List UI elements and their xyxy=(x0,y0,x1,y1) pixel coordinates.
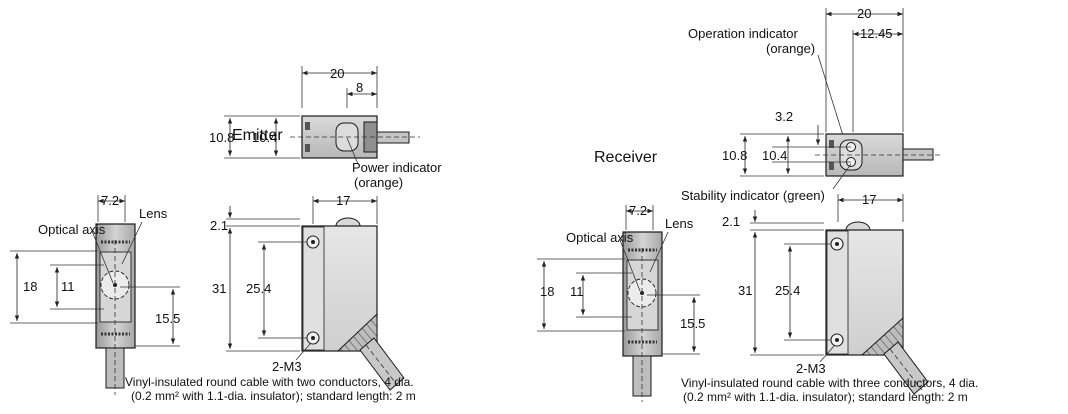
emitter-screws-label: 2-M3 xyxy=(272,359,302,374)
emitter-front-view: 7.2 Optical axis Lens 18 11 15.5 xyxy=(10,193,180,395)
emitter-front-width: 7.2 xyxy=(101,193,119,208)
power-indicator-color: (orange) xyxy=(354,175,403,190)
operation-indicator-label: Operation indicator xyxy=(688,26,799,41)
receiver-cable-line1: Vinyl-insulated round cable with three c… xyxy=(681,376,978,390)
receiver-top-height-inner: 10.4 xyxy=(762,148,787,163)
emitter-hole-pitch: 25.4 xyxy=(246,281,271,296)
stability-indicator-label: Stability indicator (green) xyxy=(681,188,825,203)
emitter-front-height-outer: 18 xyxy=(23,279,37,294)
receiver-label: Receiver xyxy=(594,149,658,166)
receiver-group: Receiver 20 12.45 Operation indicator (o… xyxy=(537,6,978,404)
emitter-side-height: 31 xyxy=(212,281,226,296)
power-indicator-label: Power indicator xyxy=(352,160,442,175)
emitter-top-height-outer: 10.8 xyxy=(209,130,234,145)
emitter-axis-height: 15.5 xyxy=(155,311,180,326)
receiver-side-width: 17 xyxy=(862,192,876,207)
emitter-cable-line1: Vinyl-insulated round cable with two con… xyxy=(125,375,414,389)
receiver-top-cable-icon xyxy=(902,148,934,161)
receiver-indicator-offset: 12.45 xyxy=(860,26,893,41)
receiver-axis-height: 15.5 xyxy=(680,316,705,331)
emitter-top-width: 20 xyxy=(330,66,344,81)
emitter-side-top-offset: 2.1 xyxy=(210,218,228,233)
emitter-side-cable-icon xyxy=(359,337,405,391)
receiver-top-width: 20 xyxy=(857,6,871,21)
receiver-screws-label: 2-M3 xyxy=(796,361,826,376)
receiver-front-height-inner: 11 xyxy=(570,284,584,299)
emitter-label: Emitter xyxy=(232,127,283,144)
receiver-front-view: 7.2 Optical axis Lens 18 11 15.5 xyxy=(537,203,705,402)
emitter-top-cable-icon xyxy=(376,131,410,144)
emitter-top-height-inner: 10.4 xyxy=(252,130,277,145)
emitter-side-width: 17 xyxy=(336,193,350,208)
receiver-side-view: 17 2.1 31 25.4 2-M3 xyxy=(722,192,929,395)
emitter-front-height-inner: 11 xyxy=(61,279,75,294)
receiver-side-top-offset: 2.1 xyxy=(722,214,740,229)
receiver-lens-label: Lens xyxy=(665,216,694,231)
emitter-cable-line2: (0.2 mm² with 1.1-dia. insulator); stand… xyxy=(131,389,416,403)
receiver-top-height-outer: 10.8 xyxy=(722,148,747,163)
receiver-front-width: 7.2 xyxy=(629,203,647,218)
receiver-hole-pitch: 25.4 xyxy=(775,283,800,298)
operation-indicator-color: (orange) xyxy=(766,41,815,56)
emitter-optical-axis-label: Optical axis xyxy=(38,222,106,237)
receiver-top-offset-left: 3.2 xyxy=(775,109,793,124)
emitter-lens-label: Lens xyxy=(139,206,168,221)
emitter-indicator-offset: 8 xyxy=(356,80,363,95)
emitter-top-view: 20 8 10.8 10.4 Power indicator (orange) xyxy=(209,66,442,190)
receiver-cable-line2: (0.2 mm² with 1.1-dia. insulator); stand… xyxy=(683,390,968,404)
emitter-side-view: 17 2.1 31 25.4 2-M3 xyxy=(210,193,405,391)
receiver-front-height-outer: 18 xyxy=(540,284,554,299)
emitter-group: Emitter 20 8 10.8 10.4 Power indicato xyxy=(10,66,442,403)
receiver-side-height: 31 xyxy=(738,283,752,298)
receiver-optical-axis-label: Optical axis xyxy=(566,230,634,245)
receiver-top-view: 20 12.45 Operation indicator (orange) 10… xyxy=(681,6,940,203)
receiver-side-cable-icon xyxy=(883,341,929,395)
